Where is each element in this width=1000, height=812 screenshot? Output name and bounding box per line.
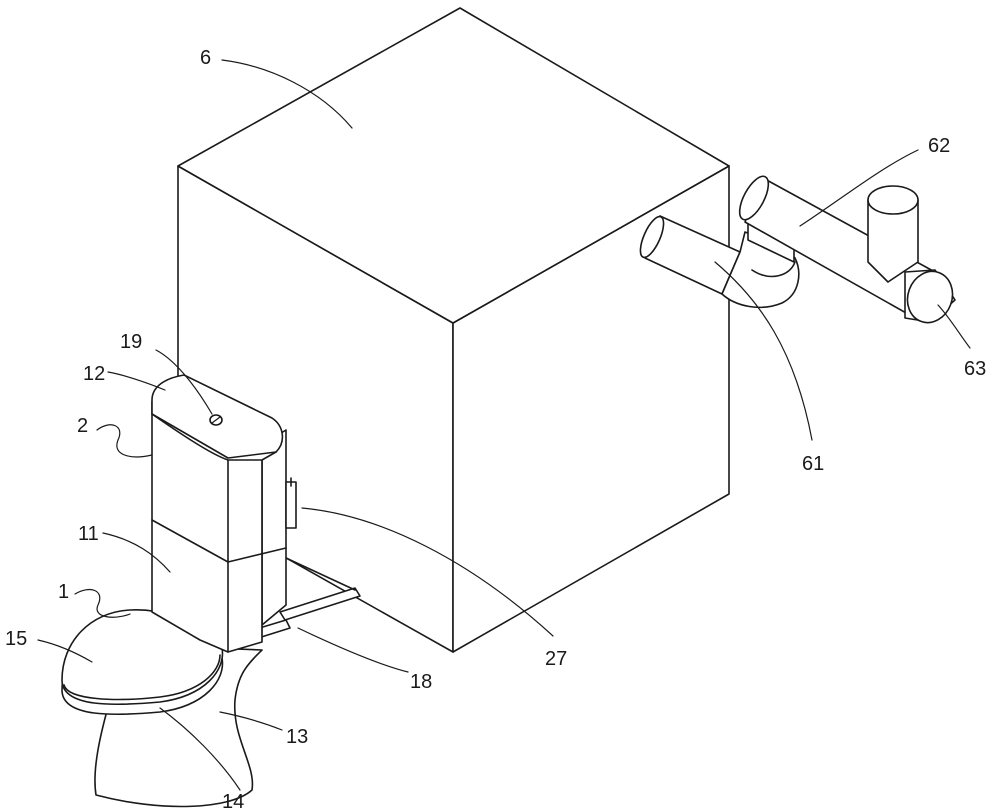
leader-61 [714, 261, 813, 441]
leader-2 [96, 424, 153, 458]
label-61: 61 [802, 453, 824, 475]
leader-18 [297, 627, 409, 673]
label-63: 63 [964, 358, 986, 380]
pipe-61-open-end [639, 215, 665, 259]
leader-14 [159, 707, 241, 791]
pipe-stub-top [867, 185, 919, 215]
label-6: 6 [200, 47, 211, 69]
leader-lines [37, 59, 971, 791]
leader-13 [219, 711, 283, 731]
leader-27 [301, 507, 554, 637]
leader-6 [221, 59, 353, 129]
toilet-seat [61, 609, 224, 716]
label-18: 18 [410, 671, 432, 693]
label-14: 14 [222, 791, 244, 812]
label-12: 12 [83, 363, 105, 385]
seat-lid-edge [63, 654, 221, 701]
label-2: 2 [77, 415, 88, 437]
label-13: 13 [286, 726, 308, 748]
tank-assembly [151, 374, 297, 653]
tank-side-panel [261, 429, 287, 626]
tank-cap-slot [211, 416, 221, 424]
rod-18-bar [279, 587, 361, 621]
label-27: 27 [545, 648, 567, 670]
label-19: 19 [120, 331, 142, 353]
leader-19 [155, 349, 213, 415]
pipe-elbow-seam [751, 261, 796, 278]
rod-18-guide [285, 557, 356, 591]
pipe-assembly [639, 175, 956, 324]
label-62: 62 [928, 135, 950, 157]
leader-63 [937, 304, 971, 349]
label-1: 1 [58, 581, 69, 603]
leader-1 [74, 588, 131, 618]
pipe-62-closed-end [738, 175, 770, 221]
handle-27 [285, 481, 297, 529]
reference-numerals: 6 62 61 63 19 12 2 11 1 15 18 13 14 27 [5, 47, 986, 812]
leader-12 [107, 371, 166, 391]
pipe-63-end-face [906, 270, 954, 324]
leader-62 [799, 149, 919, 227]
box-top-face [177, 7, 730, 324]
tank-lid-rim [151, 413, 277, 459]
label-15: 15 [5, 628, 27, 650]
rod-18 [279, 557, 361, 621]
label-11: 11 [78, 523, 99, 545]
leader-11 [102, 532, 171, 573]
leader-15 [37, 639, 93, 663]
